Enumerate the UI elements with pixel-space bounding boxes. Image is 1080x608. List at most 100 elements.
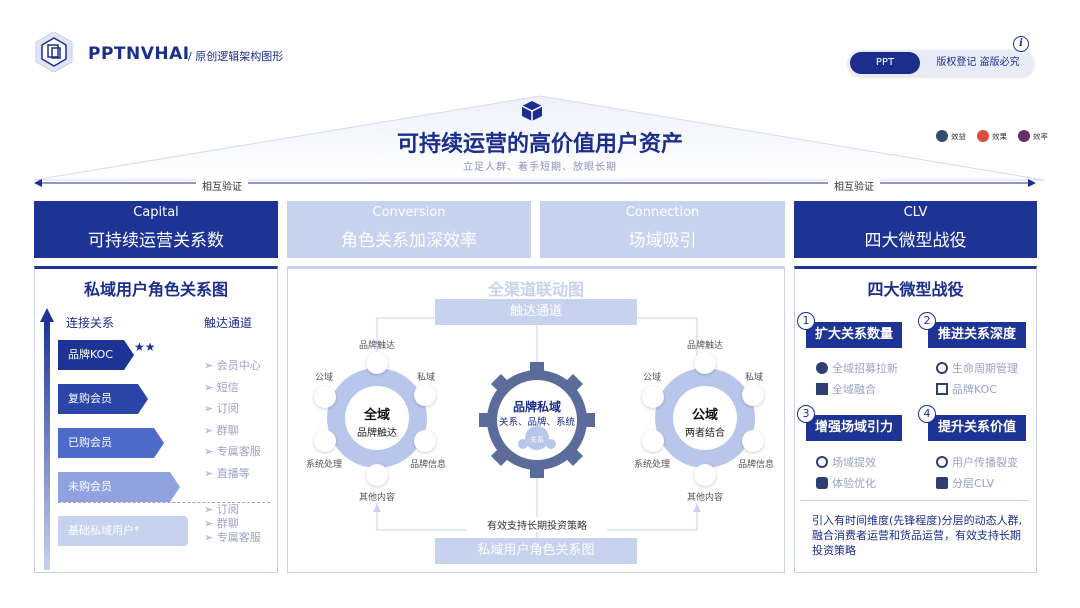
connection-header: 连接关系 — [66, 316, 115, 330]
wheel-label: 品牌触达 — [358, 341, 395, 351]
wheel-label: 系统处理 — [305, 460, 342, 470]
channel-item: ➢ 订阅 — [204, 402, 239, 415]
cloud-icon — [642, 386, 664, 408]
channel-item: ➢ 专属客服 — [204, 445, 261, 458]
gear-inner: 关系 — [530, 436, 544, 444]
lifecycle-icon — [936, 362, 948, 374]
channel-item: ➢ 群聊 — [204, 423, 239, 437]
war-3-button: 增强场域引力 — [806, 415, 902, 441]
logo-icon — [32, 30, 76, 74]
middle-panel-title: 全渠道联动图 — [487, 280, 584, 299]
war-item: 体验优化 — [816, 475, 876, 491]
war-1-number: 1 — [797, 312, 815, 330]
hand-icon — [742, 430, 764, 452]
user-icon — [742, 384, 764, 406]
refresh-icon — [816, 456, 828, 468]
war-2-number: 2 — [918, 312, 936, 330]
gear-sub: 关系、品牌、系统 — [498, 417, 575, 428]
war-3-number: 3 — [797, 405, 815, 423]
mutual-verify-right: 相互验证 — [828, 178, 880, 193]
chevron-koc: 品牌KOC — [68, 348, 113, 361]
left-wheel-sub: 品牌触达 — [357, 428, 397, 439]
left-wheel-title: 全域 — [363, 408, 390, 423]
system-icon — [642, 430, 664, 452]
legend-efficiency: 效率 — [1018, 130, 1048, 142]
chevron-purchased: 已购会员 — [68, 436, 112, 449]
war-4-button: 提升关系价值 — [928, 415, 1026, 441]
user-icon — [414, 384, 436, 406]
balloon-icon — [816, 362, 828, 374]
monitor-icon — [936, 383, 948, 395]
war-4-number: 4 — [918, 405, 936, 423]
wheel-label: 私域 — [744, 373, 763, 383]
chevron-repeat: 复购会员 — [68, 392, 112, 405]
left-panel-title: 私域用户角色关系图 — [83, 280, 228, 299]
truck-icon — [816, 477, 828, 489]
channel-item: ➢ 群聊 — [204, 517, 239, 530]
wheel-label: 品牌信息 — [409, 460, 446, 470]
wheel-label: 公域 — [314, 373, 333, 383]
channel-list: ➢ 会员中心 ➢ 短信 ➢ 订阅 ➢ 群聊 ➢ 专属客服 ➢ 直播等 — [204, 355, 261, 484]
touch-icon — [366, 352, 388, 374]
support-text: 有效支持长期投资策略 — [467, 517, 607, 532]
content-icon — [366, 464, 388, 486]
page-title: 可持续运营的高价值用户资产 — [396, 132, 683, 157]
info-icon[interactable]: i — [1013, 36, 1029, 52]
legend-effect: 效果 — [977, 130, 1007, 142]
coin-icon — [936, 130, 948, 142]
share-icon — [936, 456, 948, 468]
gear-title: 品牌私域 — [512, 400, 561, 414]
channel-item: ➢ 短信 — [204, 380, 239, 394]
war-item: 场域提效 — [816, 454, 876, 470]
war-item: 品牌KOC — [936, 381, 997, 397]
page-subtitle: 立足人群、着手短期、放眼长期 — [463, 162, 617, 173]
channel-item: ➢ 订阅 — [204, 503, 239, 516]
war-item: 分层CLV — [936, 475, 994, 491]
chevron-base: 基础私域用户* — [68, 524, 140, 537]
right-wheel-title: 公域 — [691, 408, 718, 423]
divider — [800, 500, 1030, 501]
mutual-verify-left: 相互验证 — [196, 178, 248, 193]
up-arrow-icon — [40, 308, 54, 570]
war-item: 全域融合 — [816, 381, 876, 397]
brand-name: PPTNVHAI — [88, 44, 190, 64]
layers-icon — [936, 477, 948, 489]
cloud-icon — [314, 386, 336, 408]
channel-item: ➢ 直播等 — [204, 466, 250, 480]
role-bar: 私域用户角色关系图 — [435, 538, 637, 564]
right-panel-title: 四大微型战役 — [867, 280, 964, 299]
wheel-label: 其他内容 — [686, 493, 723, 503]
channel-base-list: ➢ 订阅 ➢ 群聊 ➢ 专属客服 — [204, 503, 261, 545]
chart-icon — [816, 383, 828, 395]
channel-bar: 触达通道 — [435, 299, 637, 325]
star-icon: ★★ — [134, 340, 156, 354]
system-icon — [314, 430, 336, 452]
war-item: 用户传播裂变 — [936, 454, 1018, 470]
hand-icon — [414, 430, 436, 452]
wheel-label: 系统处理 — [633, 460, 670, 470]
content-icon — [694, 464, 716, 486]
war-item: 生命周期管理 — [936, 360, 1018, 376]
target-icon — [977, 130, 989, 142]
war-description: 引入有时间维度(先锋程度)分层的动态人群,融合消费者运营和货品运营，有效支持长期… — [812, 514, 1023, 557]
wheel-label: 公域 — [642, 373, 661, 383]
brand-subtitle: / 原创逻辑架构图形 — [188, 50, 284, 63]
divider — [58, 502, 270, 503]
right-wheel-sub: 两者结合 — [685, 428, 725, 439]
toggle-ppt-button[interactable]: PPT — [850, 52, 920, 74]
cube-icon — [520, 99, 544, 127]
wheel-label: 其他内容 — [358, 493, 395, 503]
touch-icon — [694, 352, 716, 374]
wheel-label: 品牌触达 — [686, 341, 723, 351]
war-item: 全域招募拉新 — [816, 360, 898, 376]
channel-header: 触达通道 — [204, 316, 253, 330]
channel-item: ➢ 会员中心 — [204, 359, 261, 372]
wheel-label: 私域 — [416, 373, 435, 383]
wheel-label: 品牌信息 — [737, 460, 774, 470]
legend-benefit: 效益 — [936, 130, 966, 142]
channel-item: ➢ 专属客服 — [204, 531, 261, 544]
toggle-copyright-button[interactable]: 版权登记 盗版必究 — [936, 57, 1020, 68]
